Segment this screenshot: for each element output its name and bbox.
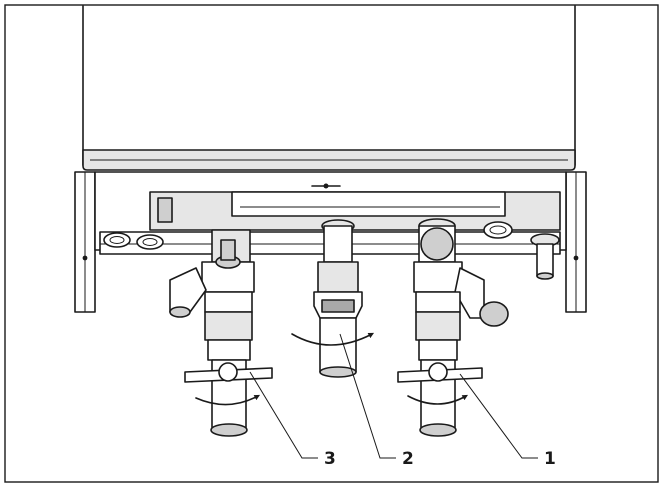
callout-label-1: 1	[544, 449, 556, 469]
side-bracket-right	[565, 171, 587, 313]
callout-1: 1	[459, 373, 556, 469]
panel-rings-right	[483, 221, 513, 239]
callout-label-2: 2	[402, 449, 414, 469]
drain-stub-left	[157, 197, 173, 223]
valve-2	[291, 219, 375, 378]
right-fitting	[530, 233, 560, 280]
side-bracket-left	[74, 171, 96, 313]
callout-label-3: 3	[324, 449, 336, 469]
valve-1	[397, 218, 509, 437]
callout-2: 2	[339, 333, 414, 469]
panel-rings-left	[103, 232, 164, 250]
callout-3: 3	[249, 371, 336, 469]
boiler-casing	[82, 5, 576, 171]
valve-3	[169, 229, 273, 437]
